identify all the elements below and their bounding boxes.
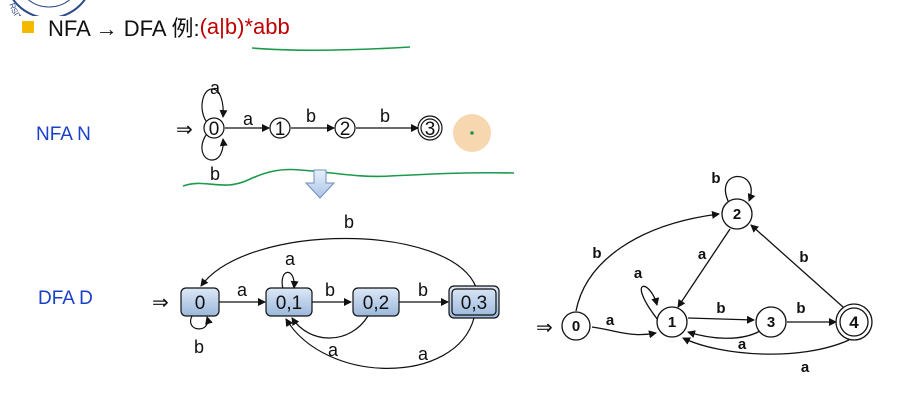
- title-regex: (a|b)*abb: [199, 14, 290, 39]
- nfa-state-1: [269, 117, 291, 139]
- min-label-1-3: b: [716, 300, 725, 317]
- nfa-start-arrow: ⇒: [176, 119, 193, 141]
- dfa-state-03: [451, 288, 497, 316]
- dfa-state-0-label: 0: [195, 293, 206, 314]
- nfa-label-0-1: a: [243, 109, 254, 129]
- nfa-label: NFA N: [36, 124, 91, 145]
- nfa-state-3: [420, 118, 440, 138]
- cursor-dot: [470, 131, 474, 135]
- dfa-label-loop-a: a: [285, 249, 296, 269]
- conversion-down-arrow: [304, 169, 336, 199]
- min-loop-2: [724, 175, 756, 204]
- dfa-state-03-label: 0,3: [461, 293, 487, 314]
- dfa-label: DFA D: [38, 288, 93, 309]
- dfa-loop-b: [189, 315, 213, 330]
- dfa-loop-a: [281, 271, 299, 290]
- min-state-3: [755, 306, 787, 338]
- min-label-loop-1: a: [634, 265, 643, 282]
- dfa-state-0: [180, 287, 220, 317]
- slide-title: NFA → DFA 例: (a|b)*abb: [22, 12, 290, 42]
- title-bullet: [22, 21, 34, 33]
- title-underline-annotation: [251, 46, 411, 52]
- min-edge-4-1: [682, 337, 850, 355]
- nfa-label-loop-a: a: [210, 78, 221, 98]
- nfa-label-1-2: b: [306, 106, 316, 126]
- dfa-label-03-0: b: [344, 212, 354, 232]
- nfa-underline-annotation: [182, 168, 515, 187]
- min-state-2: [721, 198, 753, 230]
- dfa-label-loop-b: b: [194, 337, 204, 357]
- min-label-4-1: a: [801, 359, 810, 376]
- min-state-0-label: 0: [572, 318, 580, 335]
- nfa-loop-b: [201, 134, 228, 161]
- min-state-4-label: 4: [849, 313, 859, 332]
- dfa-state-01: [265, 287, 313, 317]
- min-dfa-start-arrow: ⇒: [536, 317, 553, 339]
- min-edge-3-1: [687, 330, 761, 339]
- nfa-state-2-label: 2: [340, 119, 351, 140]
- min-edge-2-1: [677, 228, 731, 308]
- dfa-start-arrow: ⇒: [152, 292, 169, 314]
- dfa-edge-03-0: [200, 237, 477, 288]
- dfa-state-01-label: 0,1: [276, 293, 302, 314]
- min-state-4-outer: [835, 303, 873, 341]
- min-label-loop-2: b: [711, 170, 720, 187]
- min-label-4-2: b: [799, 249, 808, 266]
- dfa-state-02-label: 0,2: [363, 293, 389, 314]
- nfa-state-0: [203, 117, 225, 139]
- nfa-state-0-label: 0: [209, 119, 220, 140]
- min-edge-1-3: [687, 315, 755, 324]
- university-logo: RSITY OF SCIENCE: [7, 0, 86, 16]
- dfa-label-03-01: a: [418, 344, 429, 364]
- min-label-2-1: a: [698, 246, 707, 263]
- dfa-state-02: [352, 287, 400, 317]
- dfa-label-01-02: b: [325, 280, 335, 300]
- min-state-4: [839, 307, 869, 337]
- dfa-edge-03-01: [285, 317, 475, 369]
- dfa-label-02-03: b: [418, 280, 428, 300]
- dfa-edge-02-01: [291, 315, 369, 339]
- min-label-3-1: a: [738, 336, 747, 353]
- min-label-0-1: a: [606, 312, 615, 329]
- min-state-1: [656, 306, 688, 338]
- dfa-state-03-outer: [448, 285, 500, 319]
- min-state-0: [561, 311, 591, 341]
- min-label-0-2: b: [592, 245, 601, 262]
- title-prefix: NFA → DFA 例:: [48, 16, 200, 41]
- min-state-1-label: 1: [668, 314, 676, 331]
- min-label-3-4: b: [796, 300, 805, 317]
- nfa-state-2: [334, 117, 356, 139]
- dfa-label-02-01: a: [328, 340, 339, 360]
- min-state-2-label: 2: [733, 206, 741, 223]
- min-loop-1: [640, 285, 660, 321]
- dfa-label-0-01: a: [237, 280, 248, 300]
- nfa-state-1-label: 1: [275, 119, 286, 140]
- nfa-label-loop-b: b: [210, 164, 220, 184]
- nfa-state-3-label: 3: [425, 119, 436, 140]
- min-edge-0-2: [575, 210, 720, 312]
- nfa-loop-a: [201, 88, 228, 122]
- min-edge-4-2: [750, 224, 844, 308]
- min-state-3-label: 3: [767, 314, 775, 331]
- nfa-label-2-3: b: [380, 106, 390, 126]
- min-edge-0-1: [591, 326, 657, 339]
